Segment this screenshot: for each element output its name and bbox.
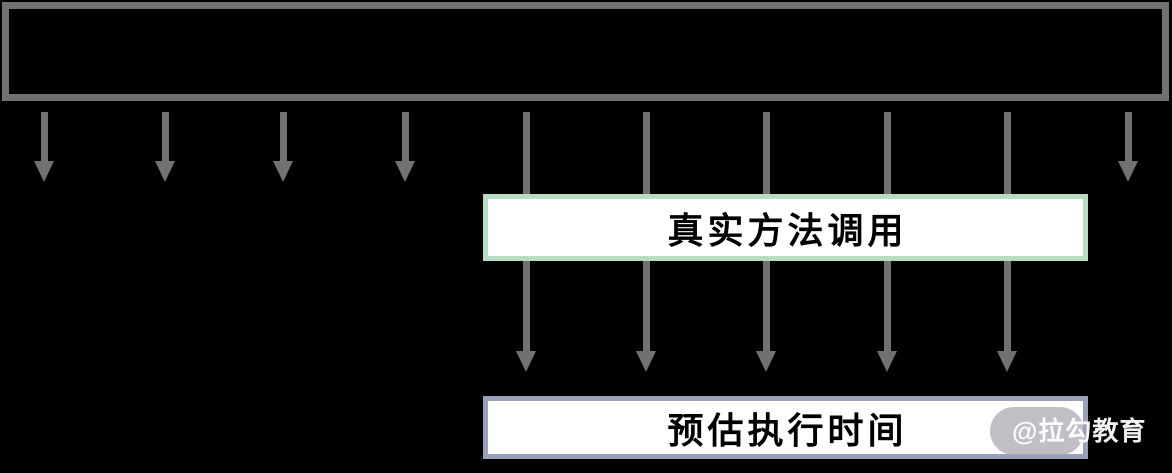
short-down-arrow [395, 112, 415, 182]
arrow-head-icon [636, 351, 656, 372]
short-down-arrow [155, 112, 175, 182]
short-down-arrow [34, 112, 54, 182]
arrow-head-icon [34, 161, 54, 182]
arrow-head-icon [1118, 161, 1138, 182]
real-method-call-box: 真实方法调用 [483, 194, 1088, 261]
arrow-head-icon [395, 161, 415, 182]
estimated-execution-time-label: 预估执行时间 [667, 409, 908, 451]
watermark-pill [990, 407, 1084, 455]
arrow-head-icon [155, 161, 175, 182]
arrow-shaft [40, 112, 48, 161]
arrow-head-icon [877, 351, 897, 372]
watermark-label: @拉勾教育 [1012, 416, 1147, 446]
arrow-head-icon [756, 351, 776, 372]
estimated-execution-time-box: 预估执行时间 [483, 396, 1088, 459]
arrow-shaft [1124, 112, 1132, 161]
real-method-call-label: 真实方法调用 [667, 209, 908, 251]
short-down-arrow [1118, 112, 1138, 182]
short-down-arrow [273, 112, 293, 182]
arrow-head-icon [273, 161, 293, 182]
top-timeline-container [2, 2, 1169, 101]
arrow-head-icon [516, 351, 536, 372]
arrow-shaft [401, 112, 409, 161]
arrow-head-icon [997, 351, 1017, 372]
arrow-shaft [279, 112, 287, 161]
arrow-shaft [161, 112, 169, 161]
